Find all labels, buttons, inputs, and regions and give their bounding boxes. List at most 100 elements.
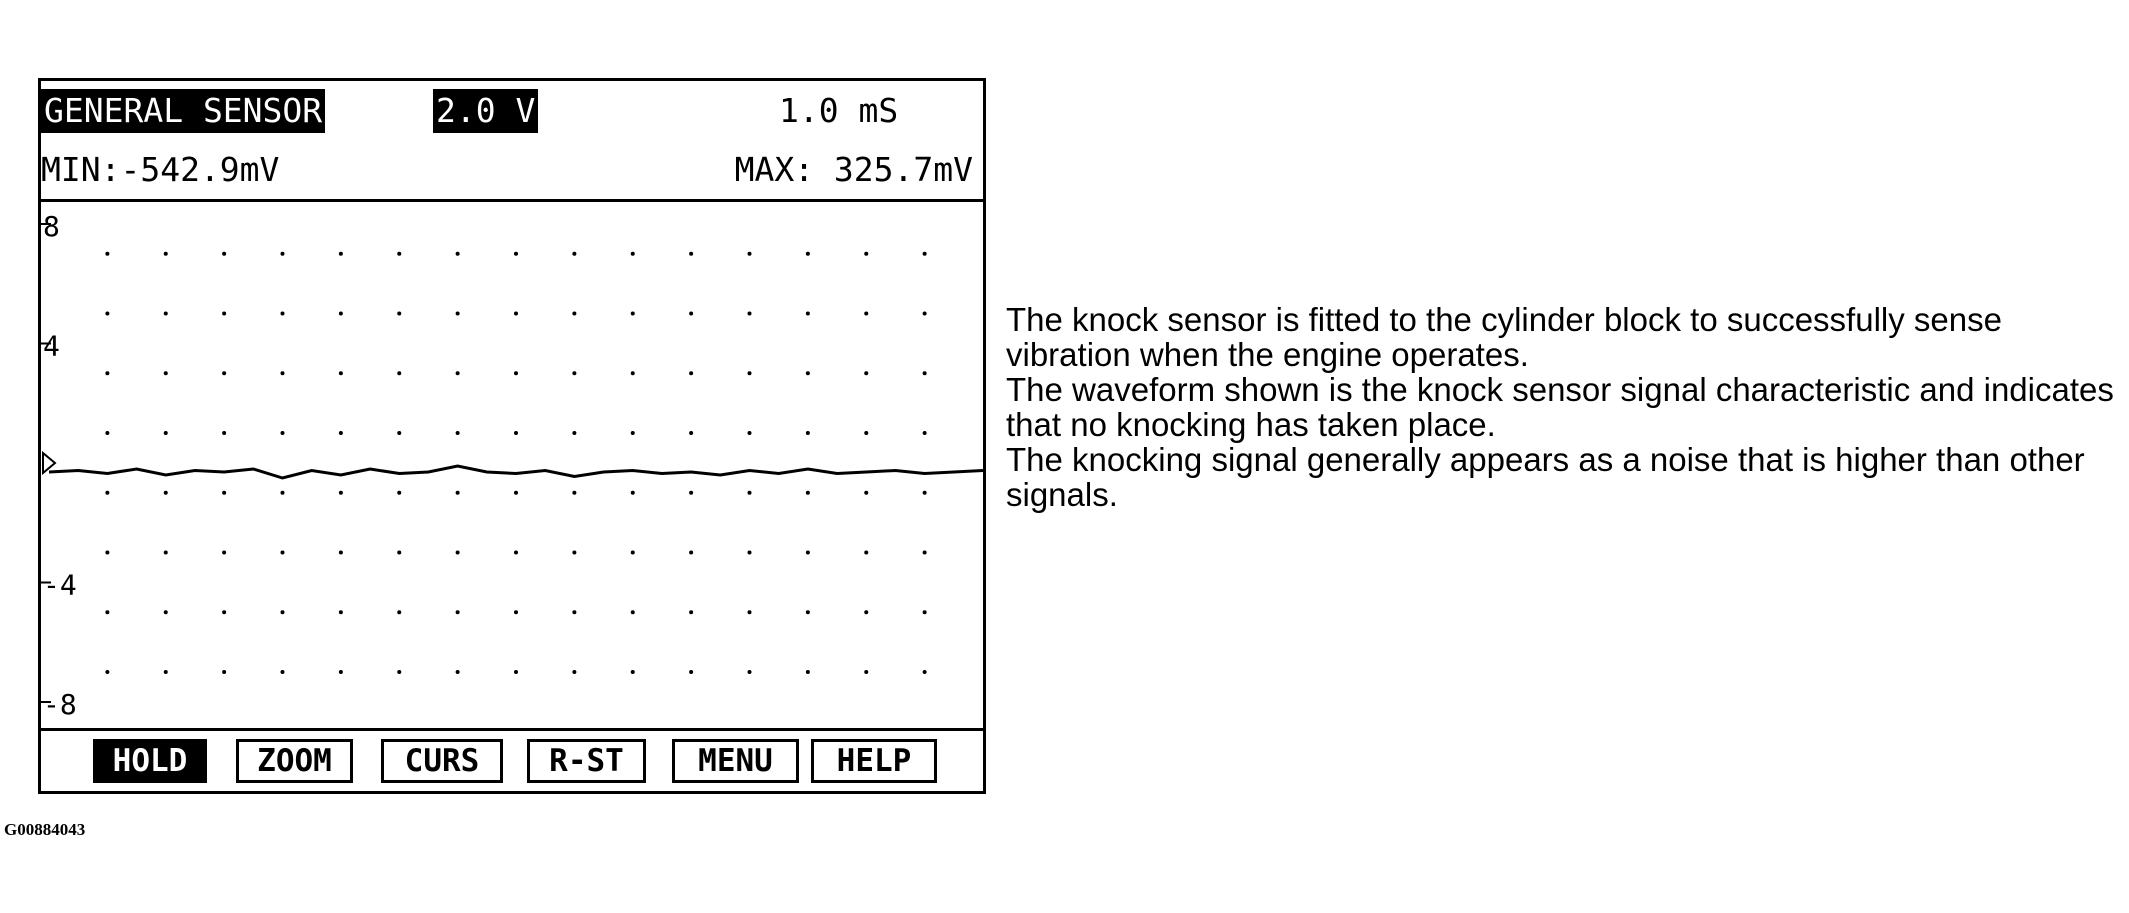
grid-dot	[514, 610, 518, 615]
grid-dot	[572, 610, 577, 615]
ground-marker-icon	[42, 450, 57, 476]
y-tick-label: -8	[43, 688, 77, 721]
grid-dot	[222, 371, 227, 376]
grid-dot	[280, 550, 285, 555]
grid-dot	[163, 371, 168, 376]
grid-dot	[572, 670, 577, 674]
grid-dot	[105, 610, 110, 615]
figure-id: G00884043	[4, 820, 86, 839]
grid-dot	[514, 490, 518, 495]
grid-dot	[338, 371, 343, 376]
grid-dot	[163, 431, 168, 435]
grid-dot	[630, 431, 635, 435]
grid-dot	[105, 371, 110, 376]
time-per-div[interactable]: 1.0 mS	[779, 91, 899, 130]
grid-dot	[222, 431, 227, 435]
grid-dot	[864, 431, 869, 435]
grid-dot	[864, 550, 869, 555]
grid-dot	[397, 311, 402, 316]
grid-dot	[455, 550, 460, 555]
softkey-bar: HOLD ZOOM CURS R-ST MENU HELP	[41, 728, 983, 791]
scope-readout-row: MIN:-542.9mV MAX: 325.7mV	[41, 140, 983, 202]
grid-dot	[864, 371, 869, 376]
grid-dot	[514, 251, 518, 256]
grid-dot	[630, 610, 635, 615]
mode-label[interactable]: GENERAL SENSOR	[41, 89, 326, 133]
grid-dot	[630, 550, 635, 555]
description-paragraph: The knocking signal generally appears as…	[1006, 441, 2085, 513]
grid-dot	[922, 431, 927, 435]
grid-dot	[805, 431, 810, 435]
grid-dot	[805, 550, 810, 555]
grid-dot	[747, 371, 752, 376]
grid-dot	[397, 670, 402, 674]
grid-dot	[222, 311, 227, 316]
grid-dot	[222, 251, 227, 256]
grid-dot	[805, 311, 810, 316]
grid-dot	[689, 371, 694, 376]
grid-dot	[805, 251, 810, 256]
grid-dot	[397, 431, 402, 435]
grid-dot	[630, 490, 635, 495]
help-button[interactable]: HELP	[811, 739, 937, 783]
grid-dot	[163, 490, 168, 495]
hold-button[interactable]: HOLD	[93, 739, 207, 783]
grid-dot	[572, 251, 577, 256]
reset-button[interactable]: R-ST	[527, 739, 646, 783]
grid-dot	[514, 371, 518, 376]
scope-header-row: GENERAL SENSOR 2.0 V 1.0 mS	[41, 81, 983, 140]
zoom-button[interactable]: ZOOM	[236, 739, 353, 783]
grid-dot	[222, 490, 227, 495]
y-tick-label: 4	[43, 330, 60, 363]
waveform-plot: 8 4 -4 -8	[41, 210, 983, 721]
grid-dot	[397, 371, 402, 376]
grid-dot	[864, 610, 869, 615]
grid-dot	[105, 490, 110, 495]
grid-dot	[922, 371, 927, 376]
grid-dot	[455, 371, 460, 376]
grid-dot	[455, 431, 460, 435]
grid-dot	[922, 251, 927, 256]
grid-dot	[514, 431, 518, 435]
grid-dot	[630, 371, 635, 376]
y-axis-ticks: 8 4 -4 -8	[41, 210, 77, 721]
menu-button[interactable]: MENU	[672, 739, 799, 783]
grid-dot	[397, 550, 402, 555]
grid-dot	[630, 251, 635, 256]
grid-dot	[630, 311, 635, 316]
y-tick-label: -4	[43, 569, 77, 602]
grid-dot	[105, 251, 110, 256]
grid-dot	[572, 550, 577, 555]
grid-dots	[105, 251, 927, 674]
grid-dot	[805, 670, 810, 674]
grid-dot	[280, 431, 285, 435]
y-tick-label: 8	[43, 210, 60, 243]
grid-dot	[689, 431, 694, 435]
grid-dot	[338, 431, 343, 435]
grid-dot	[105, 311, 110, 316]
grid-dot	[105, 550, 110, 555]
grid-dot	[630, 670, 635, 674]
grid-dot	[222, 670, 227, 674]
grid-dot	[163, 311, 168, 316]
cursor-button[interactable]: CURS	[381, 739, 503, 783]
grid-dot	[397, 251, 402, 256]
grid-dot	[805, 371, 810, 376]
grid-dot	[163, 550, 168, 555]
grid-dot	[338, 311, 343, 316]
grid-dot	[455, 490, 460, 495]
grid-dot	[455, 670, 460, 674]
volts-per-div[interactable]: 2.0 V	[433, 89, 539, 133]
grid-dot	[222, 610, 227, 615]
grid-dot	[397, 610, 402, 615]
max-reading: MAX: 325.7mV	[734, 150, 973, 189]
grid-dot	[338, 490, 343, 495]
grid-dot	[280, 610, 285, 615]
grid-dot	[805, 610, 810, 615]
grid-dot	[280, 670, 285, 674]
waveform-trace	[48, 464, 983, 480]
grid-dot	[689, 490, 694, 495]
grid-dot	[338, 550, 343, 555]
description-paragraph: The waveform shown is the knock sensor s…	[1006, 371, 2114, 443]
grid-dot	[747, 431, 752, 435]
